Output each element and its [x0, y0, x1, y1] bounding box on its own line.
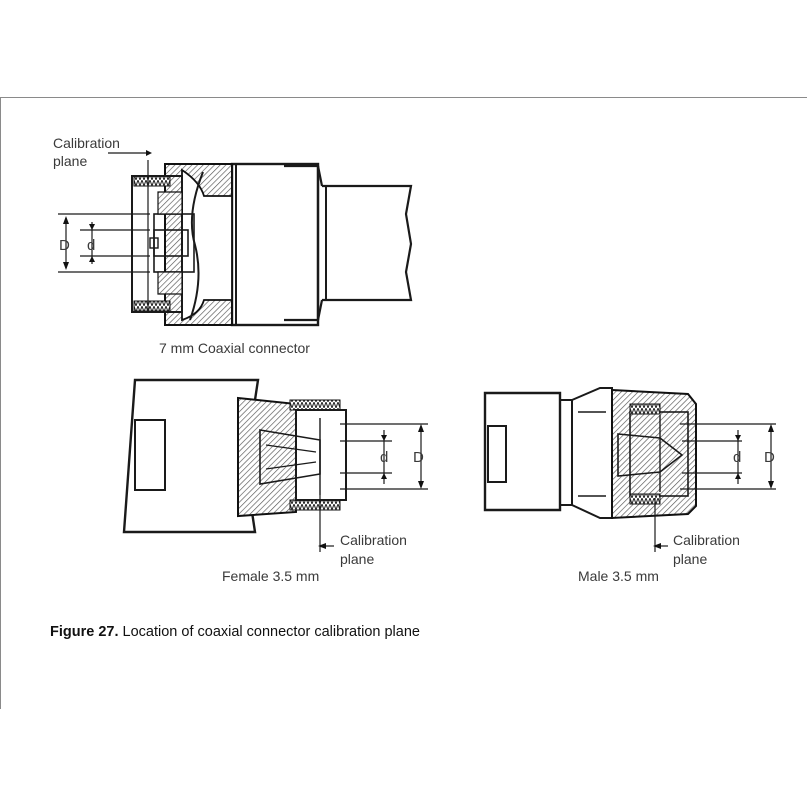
calibration-plane-label-male-line2: plane — [673, 551, 707, 567]
calibration-plane-label-male-line1: Calibration — [673, 532, 740, 548]
dim-d-label-male: d — [733, 449, 741, 466]
connector-male-label: Male 3.5 mm — [578, 568, 659, 584]
dim-d-label-female: d — [380, 449, 388, 466]
connector-7mm-label: 7 mm Coaxial connector — [159, 340, 310, 356]
dim-D-label-male: D — [764, 449, 775, 466]
figure-caption-text: Location of coaxial connector calibratio… — [122, 624, 420, 640]
connector-female-3-5mm — [122, 378, 428, 552]
figure-number: Figure 27. — [50, 624, 119, 640]
calibration-plane-label-7mm-line2: plane — [53, 153, 87, 169]
dim-D-label-7mm: D — [59, 237, 70, 254]
calibration-plane-label-female-line2: plane — [340, 551, 374, 567]
connector-male-3-5mm — [483, 387, 776, 552]
figure-caption: Figure 27. Location of coaxial connector… — [50, 624, 420, 640]
calibration-plane-label-female-line1: Calibration — [340, 532, 407, 548]
connector-female-label: Female 3.5 mm — [222, 568, 319, 584]
calibration-plane-label-7mm-line1: Calibration — [53, 135, 120, 151]
dim-D-label-female: D — [413, 449, 424, 466]
dim-d-label-7mm: d — [87, 237, 95, 254]
connector-7mm — [58, 150, 413, 327]
